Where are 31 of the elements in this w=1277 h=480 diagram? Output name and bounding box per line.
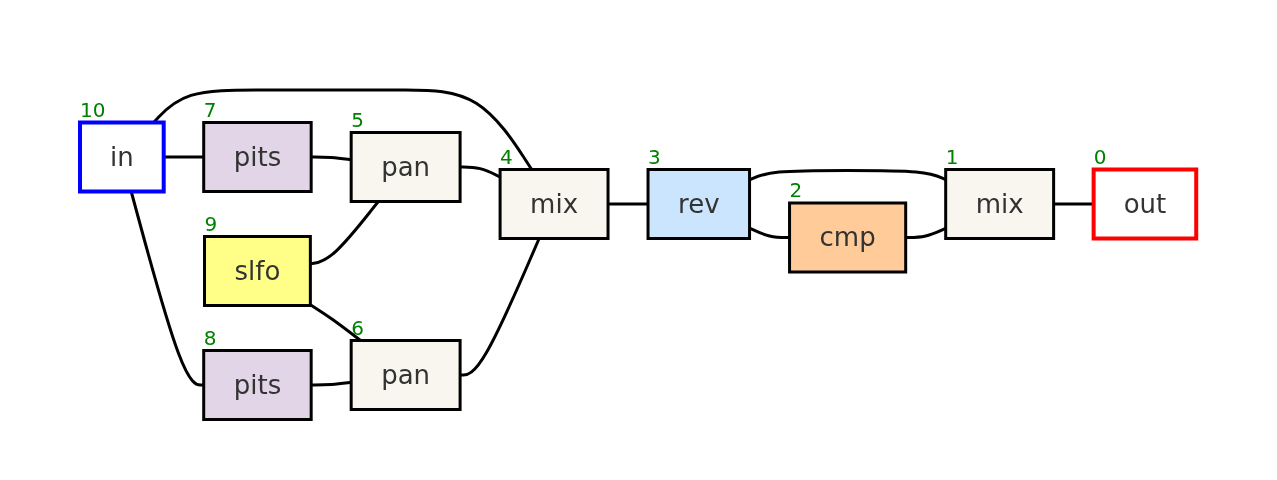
connector — [311, 155, 352, 162]
node-box: mix — [944, 168, 1056, 241]
connector — [906, 227, 947, 240]
node-box: pan — [350, 131, 462, 204]
node-number: 4 — [500, 144, 514, 169]
node-box: rev — [646, 168, 752, 241]
connector — [749, 226, 790, 240]
connector — [130, 191, 205, 387]
node-number: 3 — [648, 144, 662, 169]
connector — [1054, 202, 1094, 206]
node-number: 0 — [1094, 144, 1107, 169]
node-box: cmp — [788, 201, 908, 274]
node-box: pits — [202, 349, 314, 422]
connector — [749, 169, 947, 182]
connector — [608, 202, 649, 206]
connector — [311, 381, 352, 387]
connector — [460, 238, 541, 377]
node-number: 10 — [80, 97, 106, 122]
node-number: 7 — [204, 97, 217, 122]
node-box: slfo — [203, 235, 313, 308]
node-number: 6 — [351, 315, 365, 340]
node-number: 9 — [204, 211, 218, 236]
node-number: 8 — [204, 325, 217, 350]
node-number: 2 — [789, 178, 803, 203]
node-box: pits — [202, 121, 314, 194]
node-box: in — [78, 120, 167, 194]
node-box: pan — [350, 339, 462, 412]
node-box: out — [1092, 167, 1199, 241]
node-number: 5 — [351, 107, 365, 132]
node-number: 1 — [946, 144, 959, 169]
node-box: mix — [499, 168, 610, 241]
